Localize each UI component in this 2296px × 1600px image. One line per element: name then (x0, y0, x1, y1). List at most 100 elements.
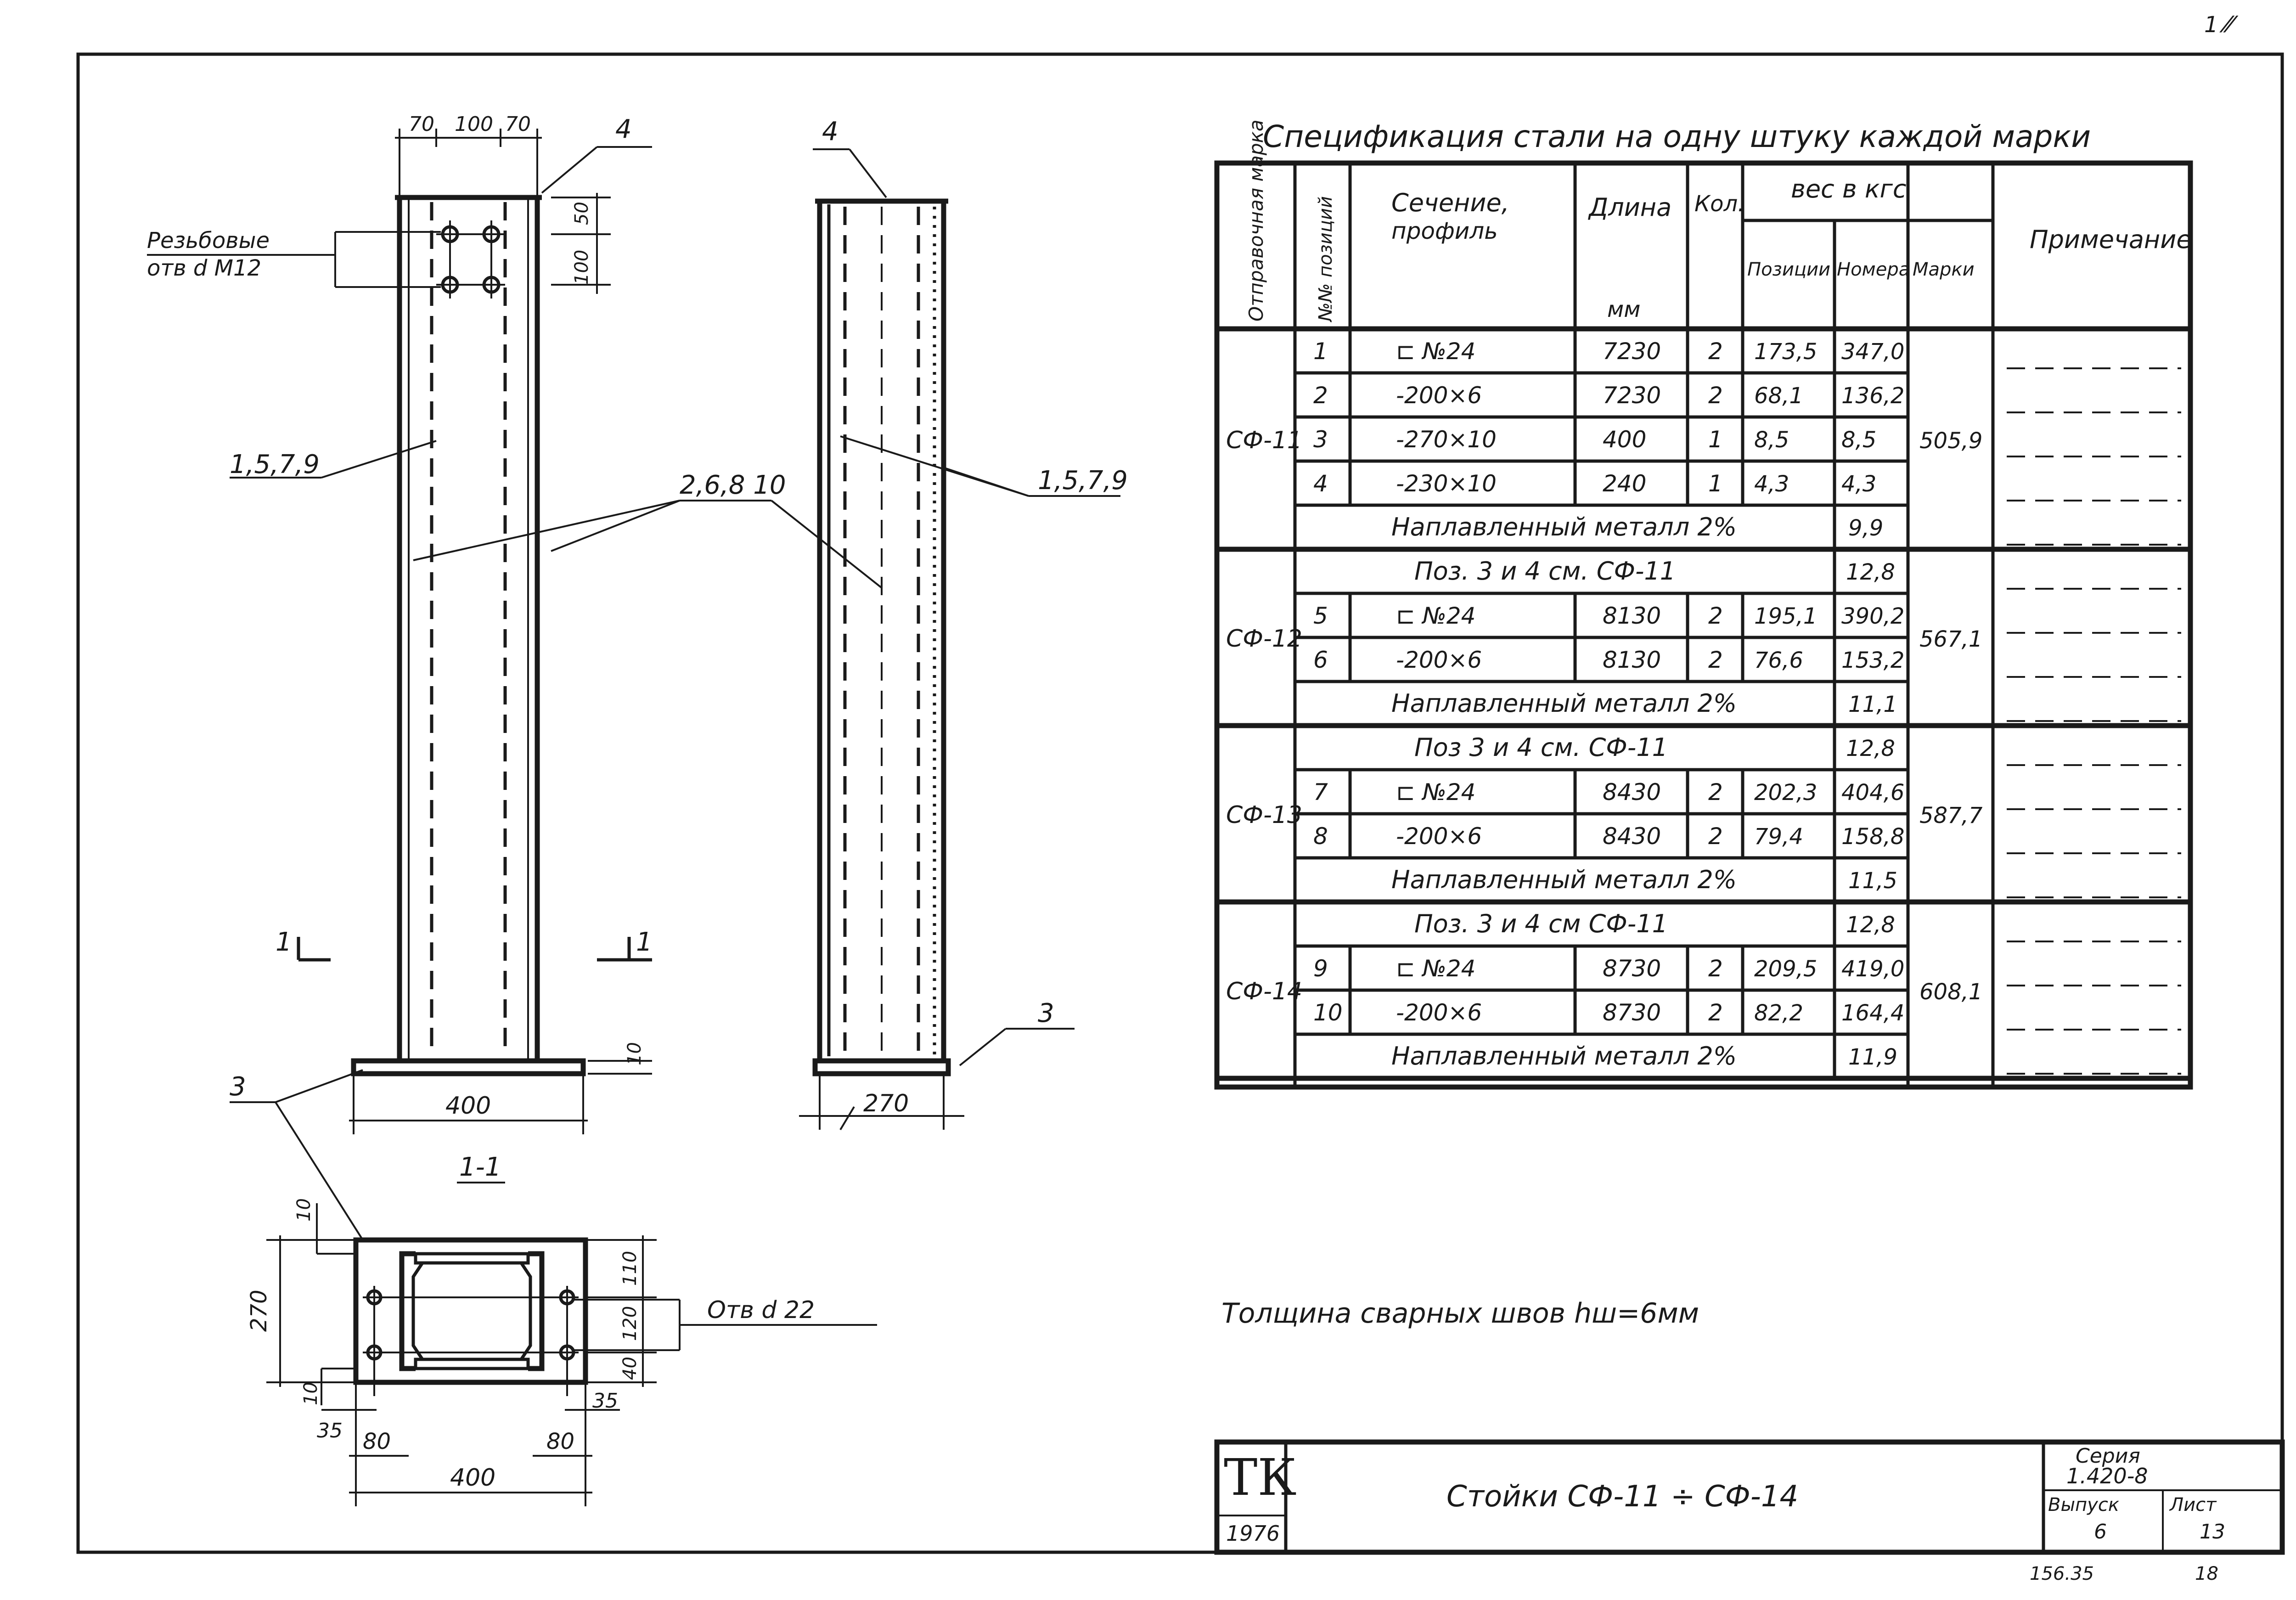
side-base-plate (812, 1058, 951, 1076)
hdr-mark: Отправочная марка (1245, 119, 1267, 321)
callout-main-front: 1,5,7,9 (230, 450, 320, 479)
front-view: 70 100 70 4 Резьбовые отв d M12 100 50 1… (147, 113, 883, 1241)
cell-length: 7230 (1603, 338, 1661, 365)
tb-series-value: 1.420-8 (2066, 1464, 2148, 1488)
cell-mark-weight: 567,1 (1919, 626, 1982, 652)
cell-weight-all: 404,6 (1841, 780, 1904, 806)
callout-3-front: 3 (230, 1072, 246, 1102)
cell-weight-all: 4,3 (1841, 471, 1876, 497)
callout-4-side: 4 (822, 117, 838, 146)
dim-base-10: 10 (624, 1042, 645, 1065)
cell-weld: Наплавленный металл 2% (1391, 865, 1737, 894)
hdr-qty: Кол. (1694, 191, 1745, 217)
tb-sheet-value: 13 (2200, 1520, 2225, 1544)
callout-inner: 2,6,8 10 (680, 470, 786, 500)
cell-weight-all: 164,4 (1841, 1000, 1904, 1026)
dim-100: 100 (455, 113, 493, 136)
title-block: ТК 1976 Стойки СФ-11 ÷ СФ-14 Серия 1.420… (1214, 1439, 2285, 1584)
front-base-plate (351, 1058, 586, 1076)
hdr-length-2: мм (1607, 297, 1640, 322)
cell-weight-pos: 195,1 (1754, 603, 1817, 629)
cell-pos: 8 (1313, 823, 1328, 850)
dim-section-400: 400 (450, 1464, 495, 1492)
dim-section-110: 110 (619, 1251, 641, 1286)
cell-ref: Поз. 3 и 4 см СФ-11 (1414, 909, 1668, 938)
cell-weld-value: 11,9 (1848, 1044, 1897, 1070)
spec-table: Спецификация стали на одну штуку каждой … (1214, 119, 2193, 1090)
cell-weight-all: 347,0 (1841, 339, 1904, 365)
tb-series-label: Серия (2076, 1444, 2140, 1468)
cell-mark: СФ-14 (1226, 978, 1302, 1005)
cell-weight-all: 390,2 (1841, 603, 1904, 629)
cell-section: -200×6 (1396, 647, 1482, 673)
dim-section-35-right: 35 (592, 1389, 618, 1413)
cell-pos: 5 (1313, 603, 1328, 629)
weld-note: Толщина сварных швов hш=6мм (1221, 1297, 1699, 1330)
cell-weld-value: 11,1 (1848, 692, 1897, 717)
cell-length: 240 (1603, 470, 1646, 497)
hdr-section-2: профиль (1391, 218, 1498, 244)
cell-qty: 2 (1708, 382, 1723, 409)
section-base-plate (353, 1237, 588, 1385)
cell-qty: 2 (1708, 338, 1723, 365)
cell-pos: 6 (1313, 647, 1328, 673)
cell-length: 8430 (1603, 779, 1661, 806)
cell-qty: 2 (1708, 779, 1723, 806)
dim-section-40: 40 (619, 1357, 641, 1380)
cell-pos: 2 (1313, 382, 1328, 409)
cell-pos: 7 (1313, 779, 1328, 806)
cell-pos: 10 (1313, 999, 1343, 1026)
cell-weight-pos: 4,3 (1754, 471, 1789, 497)
tb-issue-label: Выпуск (2048, 1494, 2119, 1515)
cell-weld-value: 9,9 (1848, 515, 1883, 541)
cell-qty: 2 (1708, 823, 1723, 850)
side-view: 4 1,5,7,9 3 270 (799, 117, 1128, 1131)
hole-label: Отв d 22 (707, 1296, 815, 1324)
hdr-wpos: Позиции (1747, 259, 1830, 280)
cell-pos: 4 (1313, 470, 1328, 497)
cell-weight-pos: 173,5 (1754, 339, 1817, 365)
dim-section-80-right: 80 (546, 1429, 574, 1454)
section-title: 1-1 (459, 1152, 501, 1182)
cell-length: 7230 (1603, 382, 1661, 409)
cell-weight-all: 8,5 (1841, 427, 1876, 453)
dim-70-right: 70 (505, 113, 531, 136)
cell-weight-all: 136,2 (1841, 383, 1904, 409)
cell-weight-pos: 68,1 (1754, 383, 1803, 409)
tb-title: Стойки СФ-11 ÷ СФ-14 (1446, 1480, 1798, 1514)
cell-weight-all: 419,0 (1841, 956, 1904, 982)
cell-length: 400 (1603, 426, 1646, 453)
dim-section-80-left: 80 (363, 1429, 391, 1454)
dim-section-270: 270 (246, 1290, 272, 1332)
thread-label-1: Резьбовые (147, 228, 270, 254)
cell-ref: Поз 3 и 4 см. СФ-11 (1414, 733, 1668, 762)
spec-title: Спецификация стали на одну штуку каждой … (1263, 119, 2091, 154)
cell-section: -230×10 (1396, 470, 1497, 497)
cell-length: 8430 (1603, 823, 1661, 850)
tb-sheet-label: Лист (2169, 1494, 2217, 1515)
dim-bolt-50: 50 (571, 202, 592, 225)
tb-bottom-num-1: 156.35 (2030, 1563, 2094, 1584)
cell-length: 8730 (1603, 999, 1661, 1026)
cell-ref-value: 12,8 (1846, 559, 1895, 585)
cell-ref-value: 12,8 (1846, 912, 1895, 938)
tb-year: 1976 (1226, 1521, 1280, 1546)
cell-weld: Наплавленный металл 2% (1391, 689, 1737, 718)
cell-qty: 2 (1708, 603, 1723, 629)
callout-3-side: 3 (1038, 998, 1054, 1028)
cell-qty: 2 (1708, 955, 1723, 982)
section-mark-left: 1 (276, 927, 292, 957)
cell-section: -200×6 (1396, 382, 1482, 409)
callout-main-side: 1,5,7,9 (1038, 466, 1128, 496)
cell-section: -200×6 (1396, 999, 1482, 1026)
hdr-weight: вес в кгс (1791, 175, 1907, 203)
cell-qty: 1 (1708, 470, 1723, 497)
tb-org: ТК (1224, 1448, 1297, 1507)
front-column-body (397, 195, 540, 1064)
cell-qty: 2 (1708, 999, 1723, 1026)
callout-4-front: 4 (615, 114, 632, 144)
cell-length: 8130 (1603, 603, 1661, 629)
cell-weight-all: 158,8 (1841, 824, 1904, 850)
hdr-note: Примечание (2030, 225, 2192, 254)
